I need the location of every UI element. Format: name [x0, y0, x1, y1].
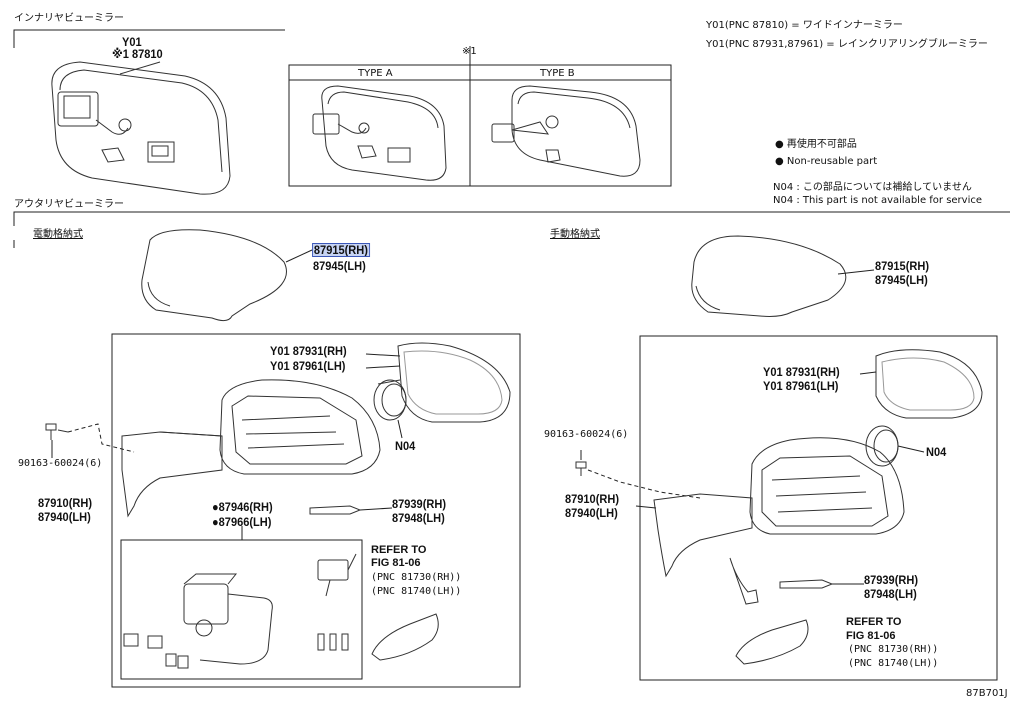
left-motor-subframe [120, 539, 363, 680]
left-pnc-2: (PNC 81740(LH)) [371, 586, 462, 597]
left-refer-line2[interactable]: FIG 81-06 [371, 557, 421, 569]
right-lamp-drawing [735, 619, 809, 665]
left-motor-lh[interactable]: ●87966(LH) [212, 515, 272, 529]
type-a-mirror-drawing [312, 85, 447, 181]
right-n04: N04 [926, 445, 947, 459]
inner-mirror-drawing [51, 61, 231, 195]
bullet-icon: ● [775, 156, 784, 167]
note-line-2: Y01(PNC 87931,87961) = レインクリアリングブルーミラー [706, 39, 988, 50]
right-cover-rh[interactable]: 87915(RH) [875, 259, 930, 273]
bullet-icon: ● [775, 139, 784, 150]
footer-code: 87B701J [966, 688, 1008, 699]
left-glass-rh[interactable]: Y01 87931(RH) [270, 344, 347, 358]
legend-jp: ● 再使用不可部品 [775, 140, 857, 150]
left-n04: N04 [395, 439, 416, 453]
type-a-label: TYPE A [358, 68, 393, 79]
inner-mirror-y01: Y01 [122, 35, 142, 49]
right-cover2-lh[interactable]: 87948(LH) [864, 587, 917, 601]
right-screw-part[interactable]: 90163-60024(6) [544, 429, 629, 440]
inner-section-title: インナリヤビューミラー [14, 13, 124, 24]
legend-en: ● Non-reusable part [775, 157, 877, 167]
right-refer-line1: REFER TO [846, 616, 902, 628]
left-actuator-drawing [373, 379, 407, 421]
outer-section-bracket [13, 211, 1010, 248]
left-glass-drawing [397, 342, 511, 423]
right-body-lh[interactable]: 87940(LH) [565, 506, 618, 520]
right-body-rh[interactable]: 87910(RH) [565, 492, 620, 506]
left-subtitle: 電動格納式 [33, 229, 83, 240]
right-assembly-frame [639, 335, 998, 681]
right-screw-drawing [575, 461, 587, 476]
inner-section-bracket [13, 29, 471, 57]
outer-section-title: アウタリヤビューミラー [14, 199, 124, 210]
right-cover-drawing [691, 235, 847, 317]
variant-note-mark: ※1 [462, 46, 477, 57]
left-motor-drawing [123, 553, 357, 669]
right-refer-line2[interactable]: FIG 81-06 [846, 630, 896, 642]
left-cover2-rh[interactable]: 87939(RH) [392, 497, 447, 511]
legend-en-text: Non-reusable part [786, 156, 878, 167]
non-reusable-bullet-icon: ● [212, 500, 219, 514]
left-cover2-lh[interactable]: 87948(LH) [392, 511, 445, 525]
type-b-mirror-drawing [491, 85, 641, 177]
legend-n04-jp: N04 : この部品については補給していません [773, 182, 972, 193]
left-motor-rh[interactable]: ●87946(RH) [212, 500, 273, 514]
type-b-label: TYPE B [540, 68, 575, 79]
left-refer-line1: REFER TO [371, 544, 427, 556]
type-table-frame [288, 64, 672, 187]
right-cover-lh[interactable]: 87945(LH) [875, 273, 928, 287]
inner-mirror-part-number[interactable]: ※1 87810 [112, 47, 163, 61]
left-body-lh[interactable]: 87940(LH) [38, 510, 91, 524]
legend-n04-en: N04 : This part is not available for ser… [773, 195, 983, 206]
right-glass-drawing [875, 349, 983, 419]
right-glass-lh[interactable]: Y01 87961(LH) [763, 379, 839, 393]
right-glass-rh[interactable]: Y01 87931(RH) [763, 365, 840, 379]
right-housing-drawing [653, 437, 905, 578]
right-subtitle: 手動格納式 [550, 229, 600, 240]
left-pnc-1: (PNC 81730(RH)) [371, 572, 462, 583]
note-line-1: Y01(PNC 87810) = ワイドインナーミラー [706, 20, 903, 31]
left-cover-lh[interactable]: 87945(LH) [313, 259, 366, 273]
right-pnc-1: (PNC 81730(RH)) [848, 644, 939, 655]
legend-jp-text: 再使用不可部品 [786, 139, 857, 150]
left-housing-drawing [121, 379, 381, 518]
left-glass-lh[interactable]: Y01 87961(LH) [270, 359, 346, 373]
left-screw-drawing [45, 423, 69, 440]
left-assembly-frame [111, 333, 521, 688]
left-cover-drawing [141, 229, 287, 322]
left-body-rh[interactable]: 87910(RH) [38, 496, 93, 510]
right-pnc-2: (PNC 81740(LH)) [848, 658, 939, 669]
non-reusable-bullet-icon: ● [212, 515, 219, 529]
left-screw-part[interactable]: 90163-60024(6) [18, 458, 103, 469]
right-cover2-rh[interactable]: 87939(RH) [864, 573, 919, 587]
left-cover-rh[interactable]: 87915(RH) [312, 243, 370, 257]
right-actuator-drawing [865, 425, 899, 467]
left-lamp-drawing [371, 613, 439, 661]
